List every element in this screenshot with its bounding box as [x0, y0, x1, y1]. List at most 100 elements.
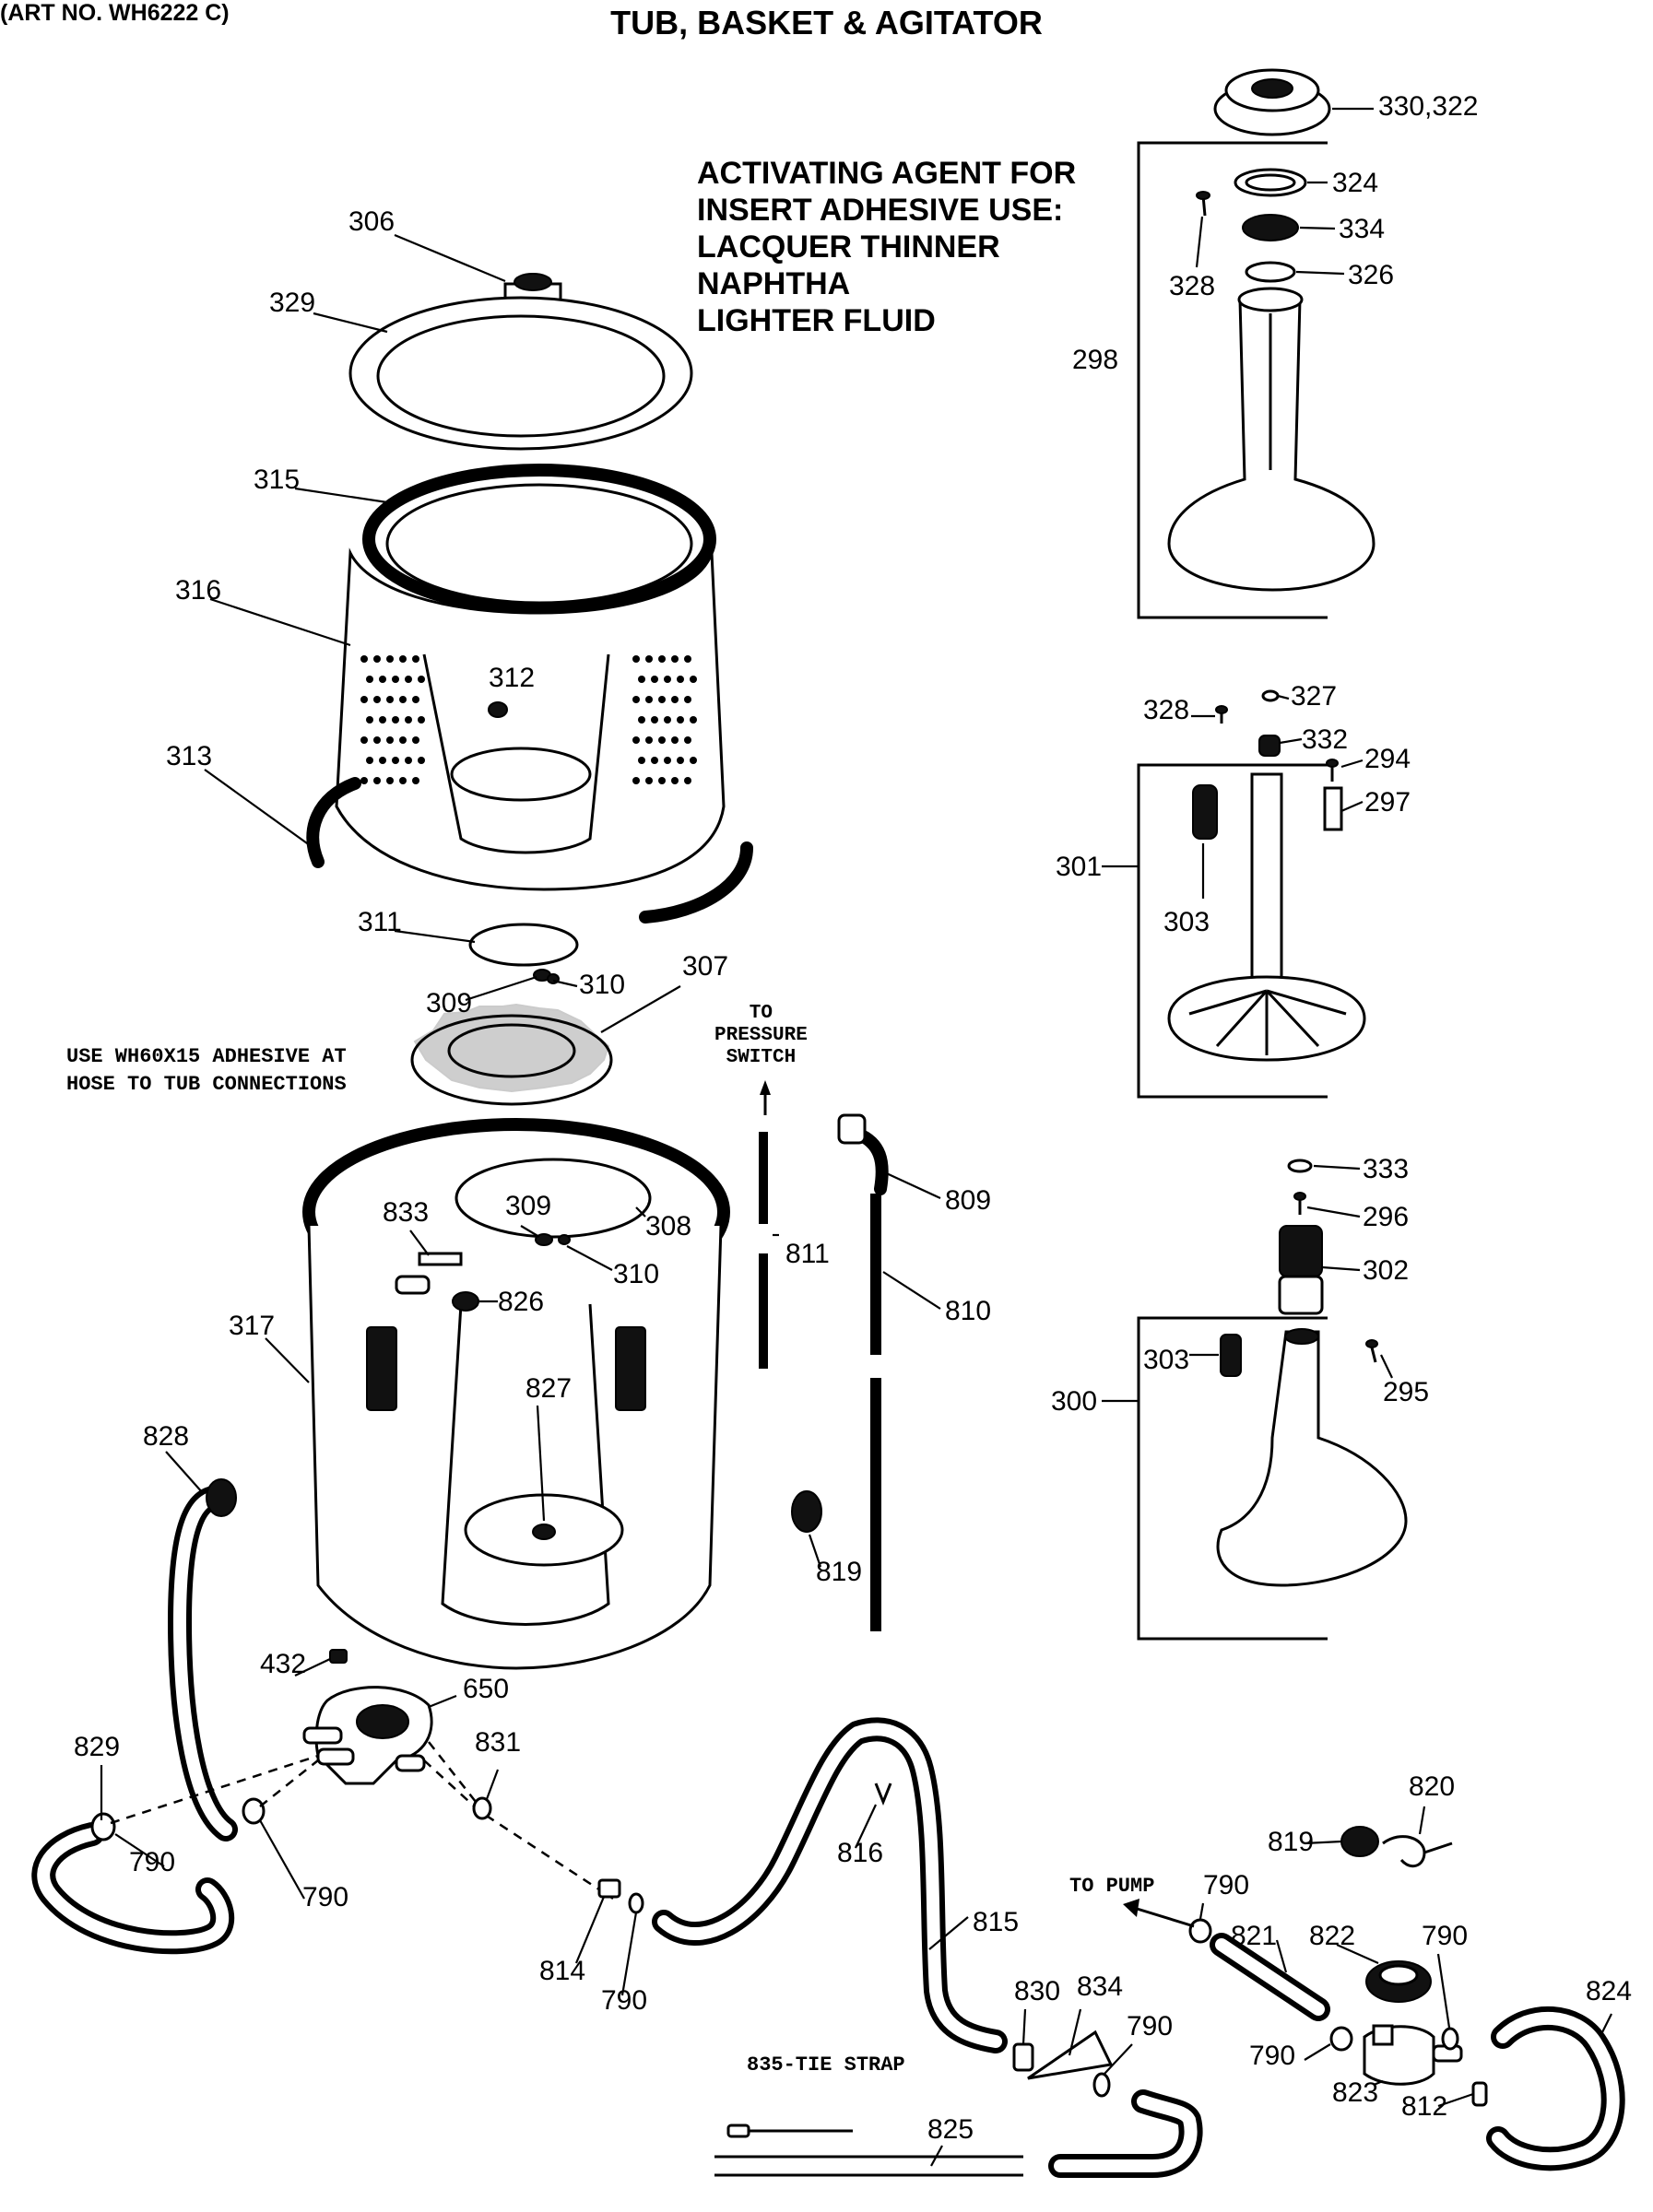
clamps-790-left — [90, 1797, 266, 1841]
basket-hole — [632, 696, 640, 703]
clamp-309-310 — [533, 969, 560, 984]
leader-line — [465, 975, 537, 1002]
basket-hole — [373, 777, 381, 784]
hose-313-part — [306, 777, 753, 924]
coupling-830 — [1012, 2042, 1034, 2072]
note-line: PRESSURE — [714, 1025, 808, 1046]
basket-hole — [690, 757, 697, 764]
note-line: LACQUER THINNER — [697, 229, 1000, 265]
basket-hole — [379, 757, 386, 764]
part-number-labels: 330,322324334326328298306329315316312313… — [74, 91, 1632, 2145]
part-number-label: 821 — [1231, 1921, 1277, 1951]
part-number-label: 834 — [1077, 1971, 1123, 2002]
basket-hole — [632, 655, 640, 663]
leader-line — [485, 1769, 500, 1800]
basket-hole — [360, 777, 368, 784]
basket-hole — [386, 736, 394, 744]
leader-line — [1313, 1164, 1361, 1171]
leader-line — [114, 1833, 165, 1867]
basket-hole — [392, 716, 399, 724]
pump-650-part — [302, 1686, 433, 1785]
part-number-label: 334 — [1339, 214, 1385, 244]
grommet-819b — [1340, 1826, 1379, 1857]
part-number-label: 826 — [498, 1287, 544, 1317]
leader-line — [1021, 2008, 1027, 2045]
part-number-label: 814 — [539, 1956, 585, 1986]
basket-hole — [366, 676, 373, 683]
basket-hole — [658, 736, 666, 744]
note-line: HOSE TO TUB CONNECTIONS — [66, 1073, 347, 1096]
callout-leader-lines — [100, 107, 1612, 2167]
screw-328 — [1196, 191, 1210, 217]
leader-line — [808, 1534, 822, 1568]
part-number-label: 332 — [1302, 724, 1348, 755]
balance-ring-329-part — [348, 296, 693, 451]
leader-line — [294, 1658, 331, 1677]
basket-hole — [412, 696, 419, 703]
agitator-301-part — [1167, 772, 1366, 1062]
part-number-label: 827 — [525, 1373, 572, 1404]
part-number-label: 824 — [1586, 1976, 1632, 2006]
basket-hole — [638, 757, 645, 764]
basket-hole — [638, 676, 645, 683]
part-number-label: 328 — [1169, 271, 1215, 301]
leader-line — [635, 1206, 646, 1218]
seal-307-part — [410, 1003, 613, 1106]
part-number-label: 333 — [1363, 1154, 1409, 1184]
leader-line — [620, 1912, 638, 1996]
part-number-label: 650 — [463, 1674, 509, 1704]
part-number-label: 306 — [348, 206, 395, 237]
leader-line — [600, 985, 681, 1033]
basket-hole — [684, 655, 691, 663]
part-number-label: 301 — [1056, 852, 1102, 882]
grommet-819 — [791, 1490, 822, 1533]
screw-312 — [488, 701, 508, 718]
leader-line — [1418, 1806, 1426, 1835]
basket-hole — [373, 655, 381, 663]
leader-line — [1304, 1840, 1342, 1845]
basket-hole — [645, 736, 653, 744]
basket-hole — [379, 676, 386, 683]
part-number-label: 297 — [1364, 787, 1411, 818]
gasket-308 — [455, 1158, 652, 1239]
part-number-label: 790 — [302, 1882, 348, 1912]
part-number-label: 313 — [166, 741, 212, 771]
leader-line — [566, 1245, 613, 1271]
leader-line — [1195, 216, 1204, 268]
fitting-812 — [1471, 2081, 1488, 2107]
clamp-790-823 — [1441, 2027, 1459, 2051]
part-number-label: 307 — [682, 951, 728, 982]
part-number-label: 819 — [1268, 1827, 1314, 1857]
valve-823-part — [1363, 2024, 1463, 2086]
part-number-label: 310 — [579, 970, 625, 1000]
leader-line — [930, 2145, 943, 2167]
basket-hole — [690, 676, 697, 683]
fitting-833 — [395, 1252, 463, 1295]
leader-line — [1336, 1943, 1379, 1965]
basket-hole — [671, 777, 679, 784]
page-title: TUB, BASKET & AGITATOR — [610, 4, 1043, 41]
leader-line — [204, 769, 314, 849]
part-number-label: 295 — [1383, 1377, 1429, 1407]
note-line: USE WH60X15 ADHESIVE AT — [66, 1045, 347, 1068]
leader-line — [428, 1694, 457, 1709]
part-number-label: 303 — [1163, 907, 1210, 937]
basket-hole — [366, 716, 373, 724]
clamp-309b-310b — [535, 1233, 571, 1246]
leader-line — [165, 1451, 204, 1494]
note-line: TO — [749, 1003, 773, 1024]
part-number-label: 790 — [129, 1847, 175, 1877]
part-number-label: 790 — [1249, 2041, 1295, 2071]
basket-hole — [399, 696, 407, 703]
part-number-label: 790 — [601, 1985, 647, 2016]
assembly-bracket-301 — [1137, 763, 1328, 1099]
leader-line — [574, 1896, 606, 1964]
hose-path-dashed — [110, 1741, 614, 1900]
basket-hole — [360, 736, 368, 744]
leader-line — [552, 979, 578, 988]
part-number-label: 819 — [816, 1557, 862, 1587]
leader-line — [409, 1230, 430, 1256]
hose-821-part — [1210, 1933, 1330, 2021]
part-number-label: 833 — [383, 1197, 429, 1228]
basket-hole — [392, 676, 399, 683]
